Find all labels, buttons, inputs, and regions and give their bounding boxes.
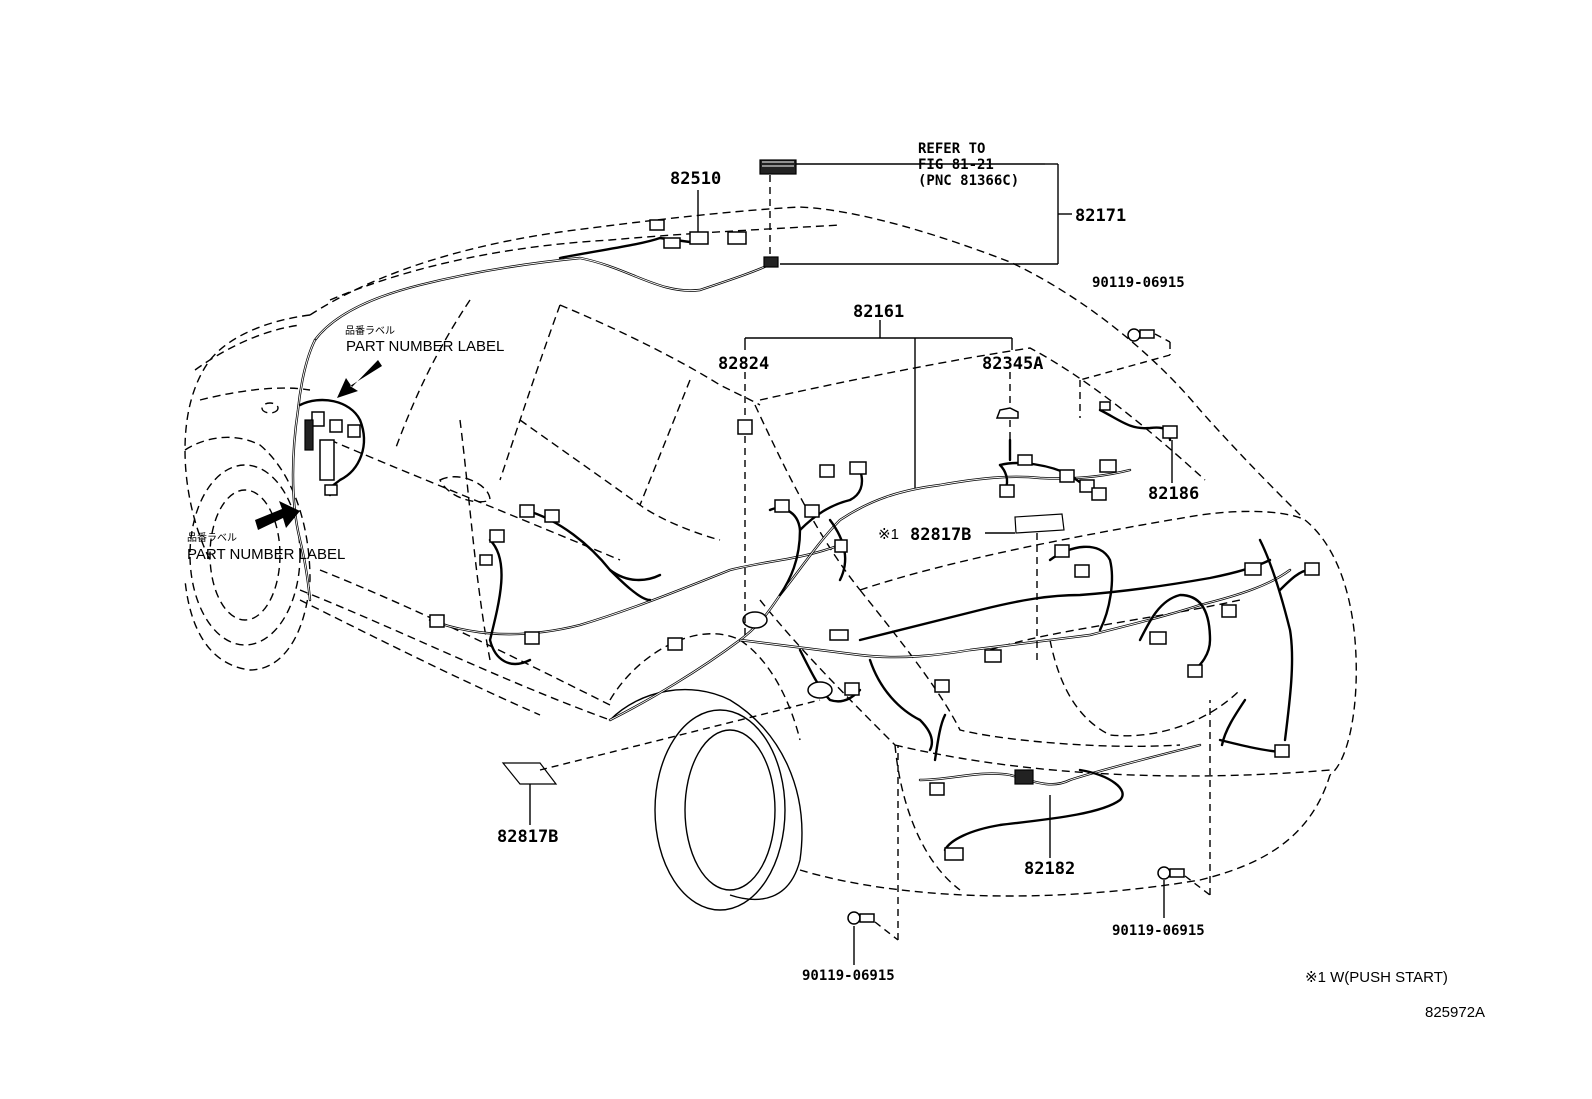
rear-window-connectors <box>737 407 1019 435</box>
part-label-82817b-icon-bottom <box>501 762 558 785</box>
part-number-82510: 82510 <box>670 169 721 189</box>
front-pillar-harness <box>291 338 366 602</box>
car-body-outline <box>184 206 1357 911</box>
main-harness-82161 <box>608 438 1132 722</box>
footnote-push-start: ※1 W(PUSH START) <box>1305 969 1448 986</box>
part-number-82182: 82182 <box>1024 859 1075 879</box>
part-number-82817b-top: 82817B <box>910 525 971 545</box>
part-number-label-lower: PART NUMBER LABEL <box>187 546 345 563</box>
connector-82824-icon <box>737 419 753 435</box>
part-number-82817b-bottom: 82817B <box>497 827 558 847</box>
part-number-82171: 82171 <box>1075 206 1126 226</box>
part-number-82345a: 82345A <box>982 354 1043 374</box>
part-label-82817b-icon-top <box>1014 513 1065 534</box>
part-number-82161: 82161 <box>853 302 904 322</box>
part-number-label-arrow-upper <box>337 360 382 398</box>
trunk-harness <box>667 538 1320 752</box>
part-number-label-upper: PART NUMBER LABEL <box>346 338 504 355</box>
part-number-82186: 82186 <box>1148 484 1199 504</box>
part-number-label-arrow-lower <box>255 501 300 530</box>
room-lamp-connector <box>759 159 797 175</box>
bumper-harness-82182 <box>918 698 1290 861</box>
jp-label-lower: 品番ラベル <box>187 532 237 544</box>
connector-82345a-icon <box>995 407 1019 419</box>
refer-to-line-3: (PNC 81366C) <box>918 173 1019 189</box>
bolt-number-bottom-center: 90119-06915 <box>802 968 895 984</box>
part-number-82824: 82824 <box>718 354 769 374</box>
bolt-bottom-right-icon <box>1157 866 1185 880</box>
bolt-number-bottom-right: 90119-06915 <box>1112 923 1205 939</box>
bolt-bottom-center-icon <box>847 911 875 925</box>
jp-label-upper: 品番ラベル <box>345 325 395 337</box>
figure-number: 825972A <box>1425 1004 1485 1021</box>
bolt-top-right-icon <box>1127 328 1155 342</box>
roof-harness <box>313 219 779 342</box>
note-mark-1: ※1 <box>878 526 899 543</box>
rear-door-harness-82186 <box>1098 401 1178 442</box>
refer-to-line-1: REFER TO <box>918 141 985 157</box>
floor-harness <box>428 504 842 666</box>
leader-lines <box>529 163 1211 965</box>
bolt-number-top-right: 90119-06915 <box>1092 275 1185 291</box>
refer-to-line-2: FIG 81-21 <box>918 157 994 173</box>
